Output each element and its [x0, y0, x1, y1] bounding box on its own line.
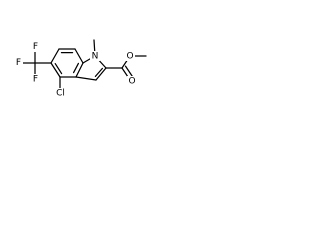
atom-label-f3: F: [33, 75, 38, 85]
atom-label-cl: Cl: [56, 89, 65, 99]
bond-c4-c5: [50, 62, 61, 78]
bond-c7a-c4a: [75, 62, 84, 78]
atom-fluorine-left: F: [14, 58, 23, 68]
double-bond-c4-c5-inner: [54, 62, 63, 75]
atom-label-f1: F: [33, 42, 38, 52]
atom-label-carbonyl-o: O: [128, 77, 135, 87]
atom-n1: N: [90, 51, 100, 62]
atom-ester-oxygen: O: [125, 51, 135, 62]
chemical-structure: N O O Cl F F F: [14, 39, 147, 99]
double-bond-c4a-c7a-inner: [72, 62, 80, 74]
atom-chlorine: Cl: [54, 88, 67, 99]
atom-label-ester-o: O: [126, 52, 133, 62]
bond-c5-c6: [50, 48, 60, 64]
bond-c7-c7a: [74, 48, 84, 64]
bond-c2-c3: [95, 67, 107, 81]
atom-fluorine-top: F: [31, 42, 40, 52]
atom-label-f2: F: [16, 58, 21, 68]
bond-c3-c4a: [75, 76, 97, 81]
atom-carbonyl-oxygen: O: [127, 76, 137, 87]
double-bond-c2-c3-inner: [94, 67, 104, 78]
atom-fluorine-bottom: F: [31, 74, 40, 85]
atom-label-n1: N: [92, 52, 99, 62]
